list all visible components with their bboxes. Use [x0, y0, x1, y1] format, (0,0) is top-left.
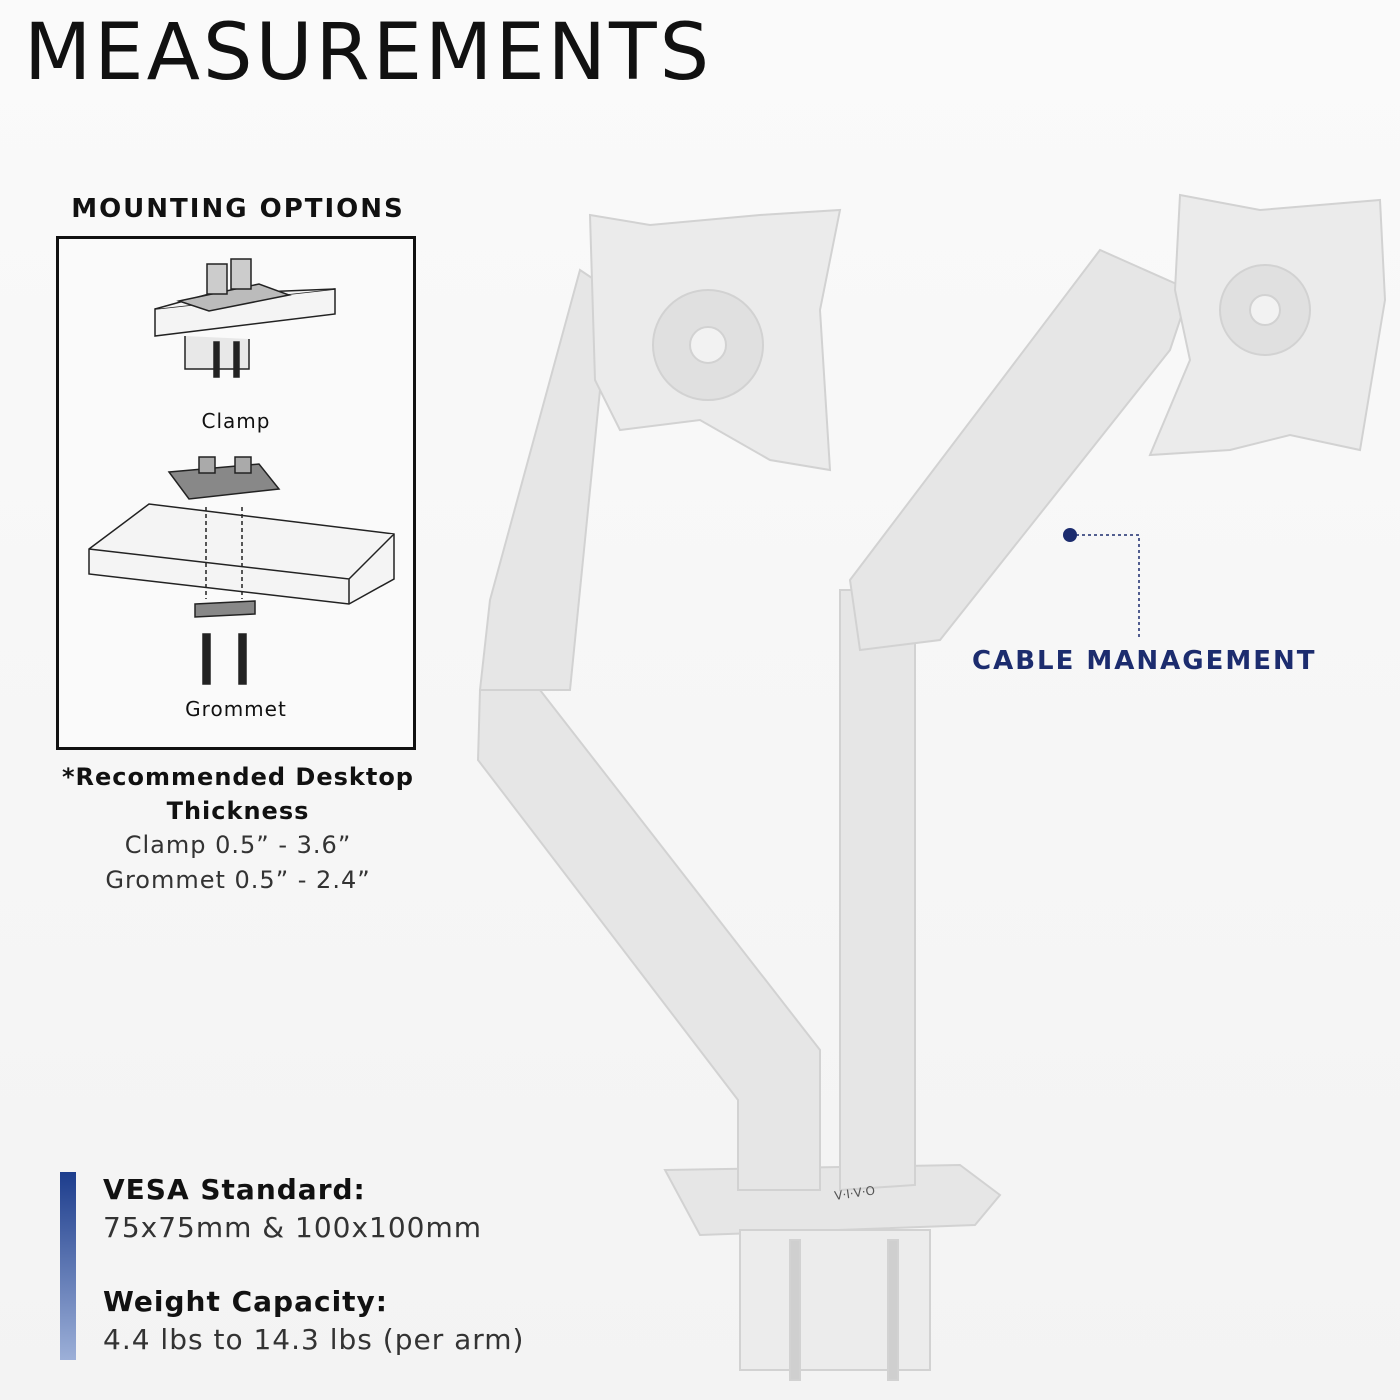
- vivo-logo: V·I·V·O: [833, 1183, 875, 1203]
- recommended-heading-line1: *Recommended Desktop: [62, 763, 414, 791]
- clamp-body: [739, 1229, 931, 1371]
- vesa-value: 75x75mm & 100x100mm: [103, 1211, 483, 1244]
- vesa-label: VESA Standard:: [103, 1173, 366, 1206]
- grommet-thickness: Grommet 0.5” - 2.4”: [105, 866, 371, 894]
- recommended-thickness: *Recommended Desktop Thickness Clamp 0.5…: [56, 760, 420, 898]
- grommet-label: Grommet: [185, 697, 287, 721]
- right-arm-upper: [848, 248, 1192, 652]
- weight-label: Weight Capacity:: [103, 1285, 388, 1318]
- mounting-options-box: Clamp Grommet: [56, 236, 416, 750]
- mounting-options-title: MOUNTING OPTIONS: [71, 194, 405, 224]
- right-arm-post: [839, 589, 916, 1192]
- clamp-base: [663, 1163, 1002, 1237]
- specs-panel: VESA Standard: 75x75mm & 100x100mm Weigh…: [60, 1172, 525, 1360]
- weight-value: 4.4 lbs to 14.3 lbs (per arm): [103, 1323, 525, 1356]
- recommended-heading-line2: Thickness: [166, 797, 310, 825]
- clamp-thickness: Clamp 0.5” - 3.6”: [124, 831, 352, 859]
- page-title: MEASUREMENTS: [24, 8, 713, 98]
- cable-management-label: CABLE MANAGEMENT: [972, 646, 1317, 676]
- left-arm-lower: [476, 689, 821, 1191]
- clamp-diagram: [154, 258, 336, 378]
- left-arm-upper: [478, 268, 612, 691]
- grommet-diagram: [88, 456, 395, 685]
- clamp-label: Clamp: [201, 409, 271, 433]
- cable-callout-line: [1070, 534, 1140, 640]
